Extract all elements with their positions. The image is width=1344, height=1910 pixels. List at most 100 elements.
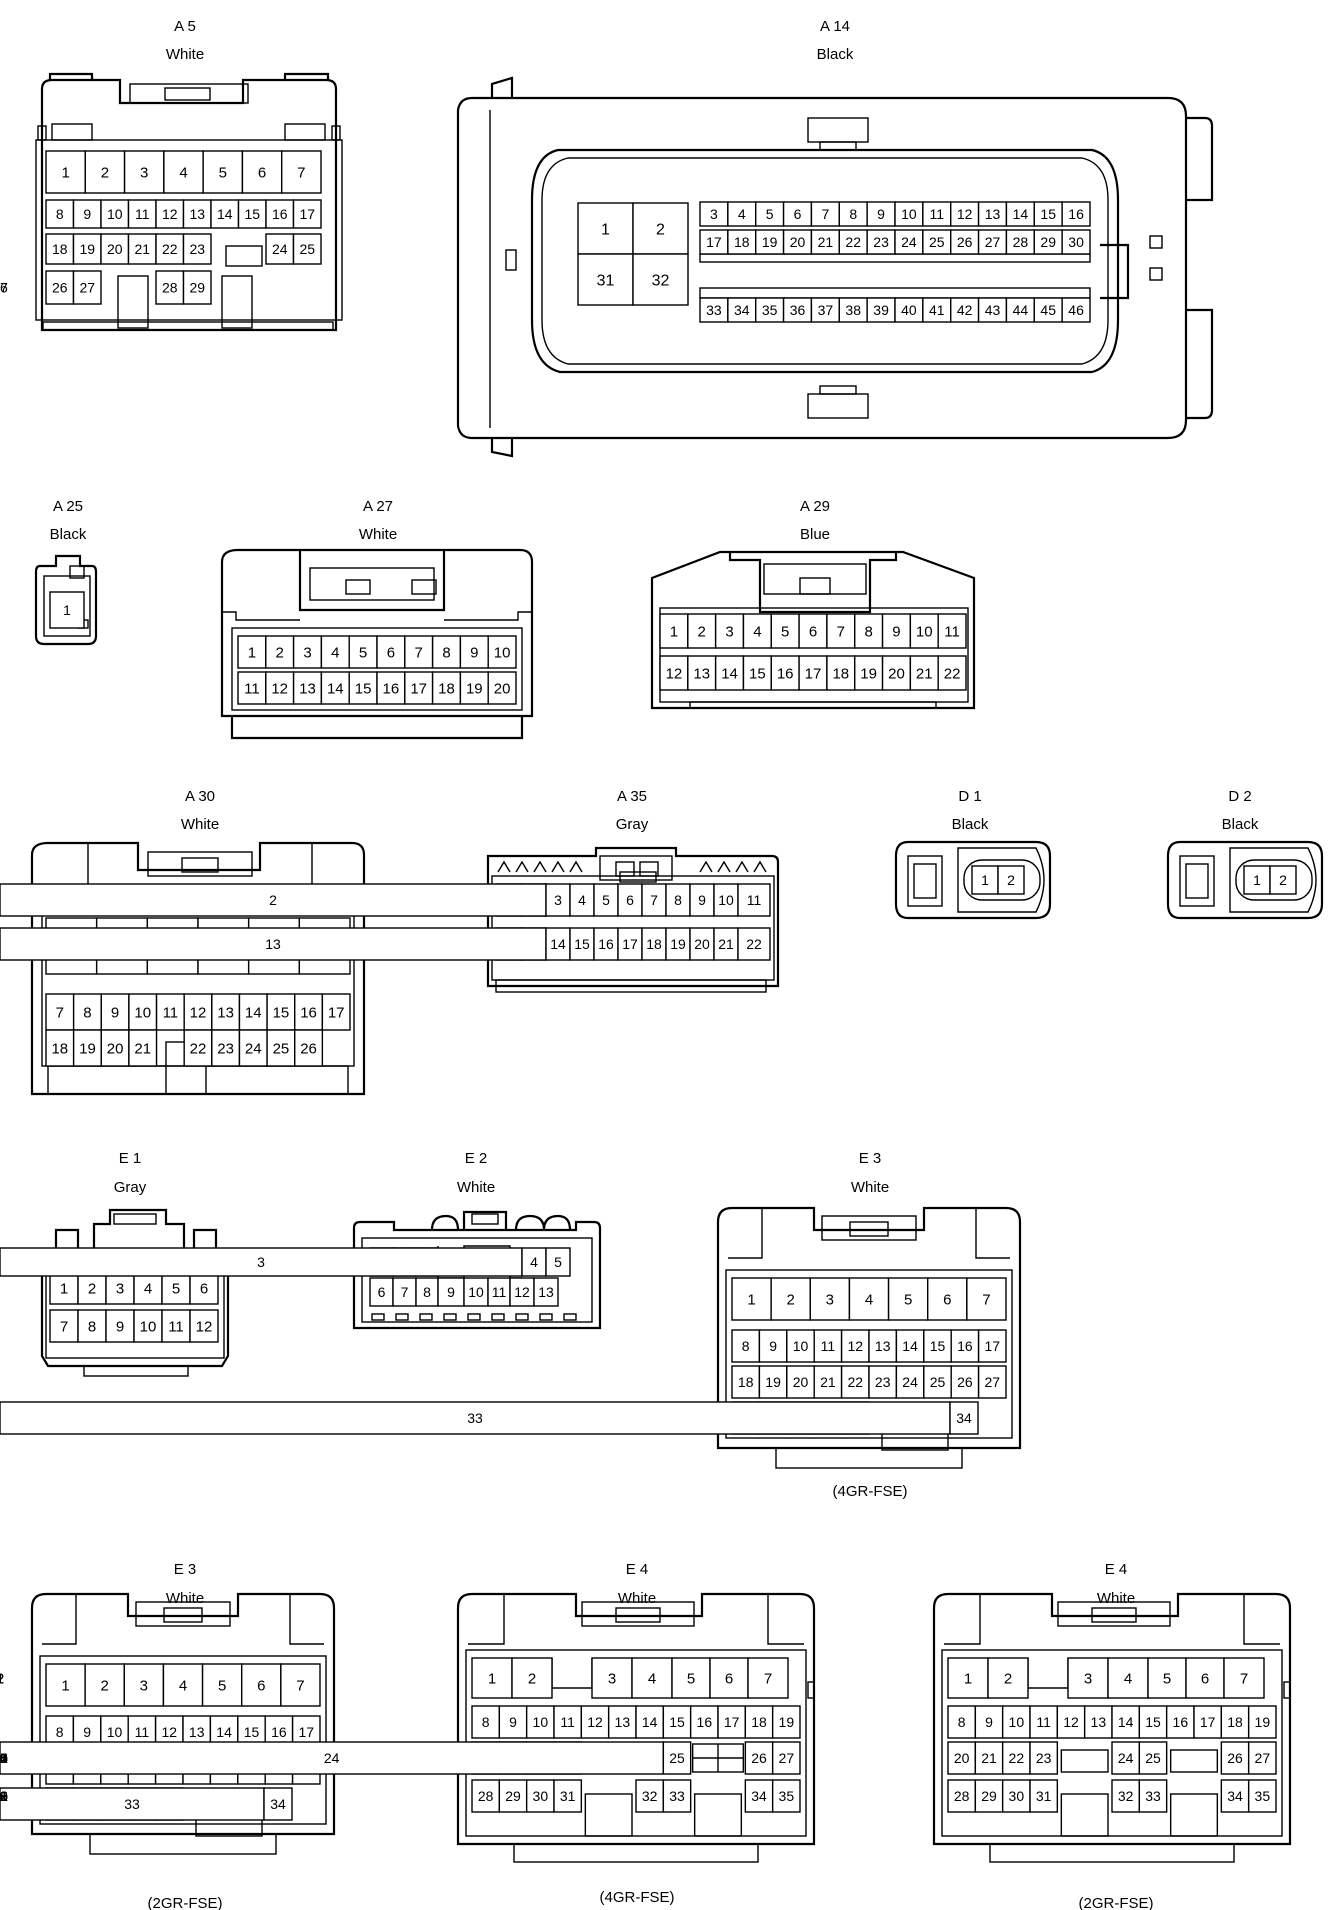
connector-code-label: E 2 (465, 1150, 488, 1167)
pin-cavity (881, 613, 912, 649)
connector-housing-part (819, 385, 857, 395)
pin-number: 37 (818, 302, 834, 318)
connector-housing-outline (728, 552, 898, 614)
pin-cavity (826, 613, 856, 649)
pin-number: 22 (0, 1750, 8, 1766)
pin-number: 4 (1124, 1670, 1132, 1687)
connector-housing-part (47, 1065, 349, 1095)
pin-number: 13 (985, 206, 1001, 222)
pin-cavity (0, 1247, 523, 1277)
pin-number: 34 (1227, 1788, 1243, 1804)
connector-housing-part (471, 1213, 499, 1225)
connector-housing-outline (430, 1214, 460, 1231)
pin-cavity (320, 635, 350, 669)
pin-cavity (887, 1277, 929, 1321)
pin-number: 29 (189, 280, 205, 296)
pin-number: 5 (687, 1670, 695, 1687)
pin-cavity (689, 1705, 719, 1739)
pin-cavity (737, 883, 771, 917)
pin-number: 3 (608, 1670, 616, 1687)
pin-number: 16 (272, 206, 288, 222)
pin-cavity (77, 1271, 107, 1305)
pin-number: 4 (179, 1677, 187, 1694)
pin-number: 15 (1040, 206, 1056, 222)
pin-number: 23 (189, 241, 205, 257)
pin-cavity (947, 1705, 977, 1739)
pin-number: 13 (299, 680, 316, 697)
pin-cavity (717, 1705, 747, 1739)
pin-cavity (241, 150, 283, 194)
pin-number: 27 (985, 234, 1001, 250)
pin-number: 17 (328, 1004, 345, 1021)
pin-number: 16 (271, 1724, 287, 1740)
pin-cavity (782, 201, 813, 227)
pin-cavity (659, 613, 689, 649)
pin-number: 23 (1036, 1750, 1052, 1766)
pin-number: 11 (244, 680, 260, 697)
pin-number: 14 (216, 1724, 232, 1740)
connector-housing-part (69, 565, 85, 579)
pin-number: 15 (273, 1004, 290, 1021)
pin-number: 22 (190, 1040, 207, 1057)
pin-number: 11 (1036, 1714, 1051, 1730)
pin-number: 28 (1013, 234, 1029, 250)
connector-housing-outline (456, 96, 1188, 440)
pin-number: 3 (116, 1280, 124, 1297)
connector-housing-outline (753, 860, 767, 873)
pin-number: 26 (0, 280, 8, 296)
connector-housing-outline (699, 860, 713, 873)
pin-number: 17 (985, 1338, 1001, 1354)
pin-cavity (631, 1657, 673, 1699)
pin-number: 30 (0, 1788, 8, 1804)
pin-number: 5 (602, 892, 610, 908)
connector-housing-part (51, 123, 93, 141)
pin-cavity (553, 1705, 583, 1739)
pin-number: 29 (0, 1788, 8, 1804)
pin-number: 19 (779, 1714, 795, 1730)
pin-cavity (202, 150, 244, 194)
pin-number: 25 (299, 241, 315, 257)
pin-number: 30 (0, 1788, 8, 1804)
pin-number: 34 (270, 1796, 286, 1812)
pin-number: 19 (79, 1040, 96, 1057)
connector-color-label: Blue (800, 526, 830, 543)
pin-number: 10 (901, 206, 917, 222)
pin-cavity (782, 229, 813, 255)
pin-cavity (927, 1277, 968, 1321)
pin-number: 26 (1227, 1750, 1243, 1766)
connector-housing-outline (30, 841, 366, 1096)
pin-number: 34 (734, 302, 750, 318)
pin-cavity (922, 229, 952, 255)
pin-number: 17 (805, 665, 822, 682)
pin-number: 33 (0, 1788, 8, 1804)
connector-housing-part (35, 139, 343, 321)
pin-number: 14 (1118, 1714, 1134, 1730)
pin-number: 20 (494, 680, 511, 697)
pin-cavity (713, 883, 739, 917)
pin-number: 39 (873, 302, 889, 318)
pin-number: 19 (1255, 1714, 1271, 1730)
pin-number: 10 (468, 1284, 484, 1300)
pin-number: 26 (751, 1750, 767, 1766)
pin-number: 15 (749, 665, 766, 682)
pin-number: 7 (837, 623, 845, 640)
pin-cavity (577, 253, 634, 306)
pin-number: 20 (0, 1750, 8, 1766)
pin-number: 13 (693, 665, 710, 682)
pin-cavity (471, 1657, 513, 1699)
connector-housing-part (113, 1213, 157, 1225)
pin-number: 8 (88, 1318, 96, 1335)
pin-cavity (662, 1741, 692, 1775)
pin-cavity (810, 229, 840, 255)
pin-cavity (868, 1365, 898, 1399)
pin-number: 8 (423, 1284, 431, 1300)
pin-cavity (1067, 1657, 1109, 1699)
pin-number: 2 (1007, 872, 1015, 888)
pin-number: 15 (669, 1714, 685, 1730)
pin-number: 6 (794, 206, 802, 222)
pin-cavity (771, 1779, 801, 1813)
connector-color-label: White (1097, 1590, 1135, 1607)
pin-number: 16 (383, 680, 400, 697)
